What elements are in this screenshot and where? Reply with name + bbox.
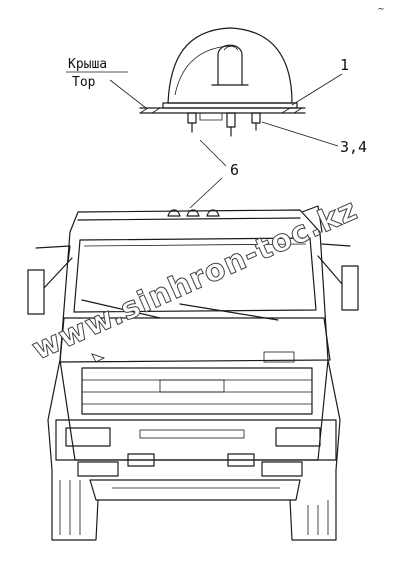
callout-1-text: 1 [340, 56, 349, 74]
callout-6: 6 [189, 139, 239, 209]
callout-6-text: 6 [230, 161, 239, 179]
callout-3-4: 3,4 [261, 121, 367, 156]
roof-label-ru: Крыша [68, 57, 107, 72]
truck-front-view [27, 205, 359, 541]
callout-1: 1 [291, 56, 349, 106]
callout-3-4-text: 3,4 [340, 138, 367, 156]
roof-lamp-detail [139, 27, 306, 137]
roof-label: Крыша Top [66, 57, 147, 109]
corner-mark: ~ [378, 4, 384, 15]
roof-label-en: Top [72, 75, 96, 90]
